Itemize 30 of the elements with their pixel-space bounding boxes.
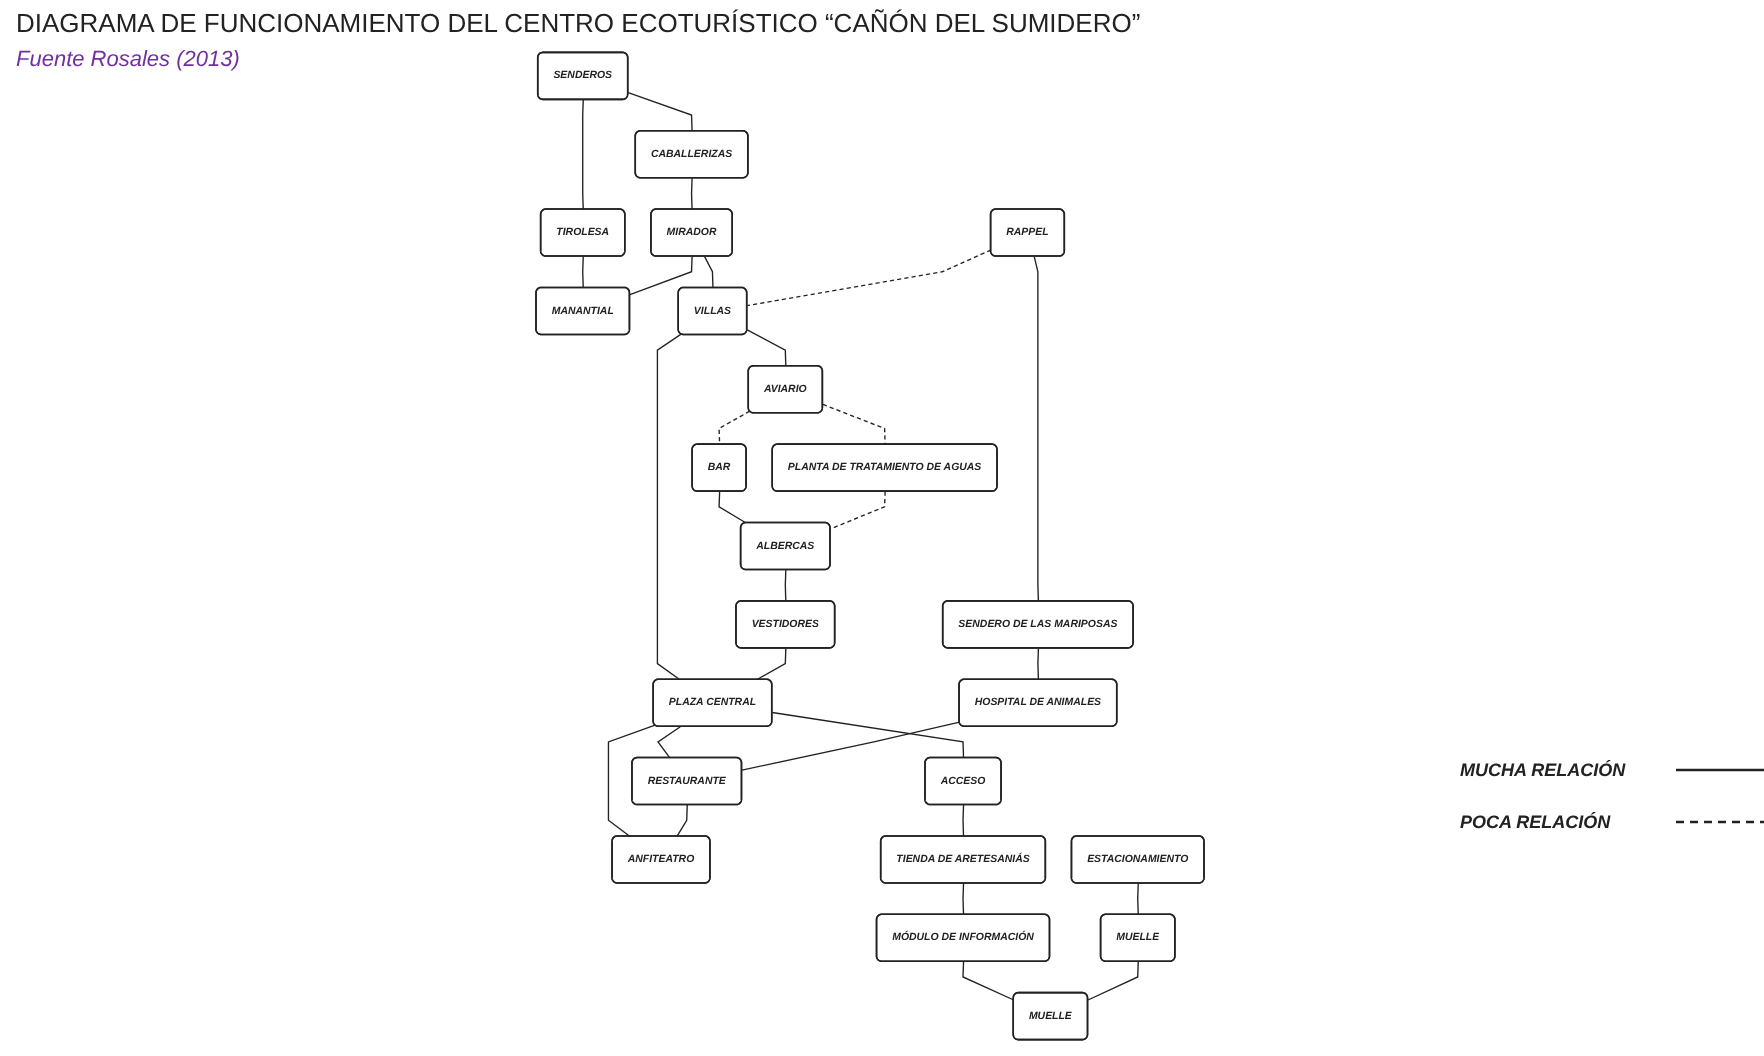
connector bbox=[582, 255, 584, 289]
connector bbox=[746, 329, 787, 367]
connector bbox=[746, 249, 992, 307]
connector bbox=[656, 333, 682, 681]
connector bbox=[962, 961, 1015, 1001]
connector bbox=[962, 804, 965, 838]
connector bbox=[718, 410, 751, 446]
legend-text: POCA RELACIÓN bbox=[1460, 812, 1613, 832]
connector bbox=[629, 255, 693, 296]
connector bbox=[1033, 255, 1040, 603]
connector bbox=[829, 491, 886, 530]
connector bbox=[741, 721, 961, 771]
connector bbox=[1137, 882, 1139, 916]
connector bbox=[1037, 647, 1040, 681]
connector bbox=[582, 99, 584, 211]
connector bbox=[756, 647, 787, 681]
source-caption: Fuente Rosales (2013) bbox=[16, 48, 240, 72]
connector bbox=[703, 255, 714, 289]
connector bbox=[627, 91, 693, 132]
connector bbox=[962, 882, 965, 916]
diagram-title: DIAGRAMA DE FUNCIONAMIENTO DEL CENTRO ECOTURÍSTICO “CAÑÓN DEL SUMIDERO” bbox=[16, 8, 1141, 38]
connector bbox=[771, 711, 965, 759]
connector bbox=[822, 403, 886, 446]
connector bbox=[607, 724, 656, 838]
connector bbox=[718, 491, 747, 524]
connector bbox=[676, 804, 688, 838]
legend-text: MUCHA RELACIÓN bbox=[1460, 760, 1628, 780]
connector bbox=[690, 177, 693, 211]
connector bbox=[784, 569, 787, 603]
connector bbox=[1087, 961, 1139, 1001]
